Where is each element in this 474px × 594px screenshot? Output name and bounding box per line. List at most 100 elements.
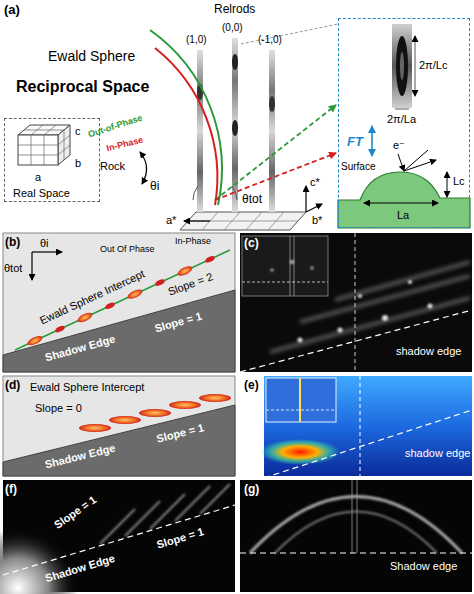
panel-a-illustration-part xyxy=(150,30,222,205)
panel-b-schematic-part xyxy=(76,311,93,324)
inset-illustration-part xyxy=(395,109,409,110)
figure-label: (a) xyxy=(4,3,20,18)
figure-label: Slope = 1 xyxy=(155,525,205,551)
panel-a-illustration-part xyxy=(232,38,238,212)
panel-a-illustration-part xyxy=(197,50,203,212)
figure-label: Reciprocal Space xyxy=(16,78,149,96)
panel-f-rheed-image-part xyxy=(3,505,235,575)
panel-a-illustration-part xyxy=(140,152,147,184)
figure-label: Shadow Edge xyxy=(43,441,116,470)
panel-d-schematic xyxy=(3,376,235,476)
panel-a-illustration-part xyxy=(306,204,322,212)
panel-d-schematic-part xyxy=(3,376,235,476)
panel-e-colormap-image-part xyxy=(360,376,361,476)
panel-c-rheed-image-part-part xyxy=(382,315,388,321)
figure-label: θi xyxy=(150,180,159,194)
figure-label: Rock xyxy=(100,160,125,173)
figure-label: Shadow edge xyxy=(390,560,457,573)
panel-b-schematic-part xyxy=(154,278,165,287)
panel-c-rheed-image-part xyxy=(290,236,294,296)
panel-a-illustration-part xyxy=(232,54,238,70)
node-text: 2π/La xyxy=(387,113,416,126)
figure-label: (e) xyxy=(244,379,259,393)
inset-illustration-part xyxy=(396,36,408,96)
inset-illustration-part xyxy=(447,172,448,197)
panel-a-illustration-part xyxy=(232,186,237,200)
panel-c-rheed-image-part-part xyxy=(358,294,362,298)
panel-c-rheed-image-part-part xyxy=(270,298,470,352)
panel-a-illustration-part xyxy=(241,24,338,44)
panel-c-rheed-image-part xyxy=(242,236,328,296)
panel-f-rheed-image-part-part xyxy=(150,494,185,529)
panel-e-colormap-image-part xyxy=(299,378,301,422)
panel-c-rheed-image-part-part xyxy=(408,280,412,284)
figure-label: Relrods xyxy=(214,3,255,17)
figure-label: Slope = 2 xyxy=(166,270,214,298)
surface-inset-box: 2π/Lc2π/LaFTe⁻SurfaceLaLc xyxy=(338,18,470,228)
inset-illustration-part xyxy=(400,52,404,80)
figure-label: b* xyxy=(312,214,322,227)
figure-label: (d) xyxy=(5,379,20,393)
panel-a-illustration-part xyxy=(269,96,275,112)
real-space-lattice-part xyxy=(18,125,70,165)
panel-c-rheed-image-part xyxy=(242,282,328,283)
node-text: Lc xyxy=(453,175,465,188)
panel-c-rheed-image-part-part xyxy=(335,262,470,300)
panel-d-schematic-part xyxy=(109,416,141,424)
panel-f-rheed-image xyxy=(0,480,235,594)
figure-label: (b) xyxy=(5,236,20,250)
panel-c-rheed-image xyxy=(240,233,472,372)
figure-label: In-Phase xyxy=(175,236,211,246)
figure-label: Out Of Phase xyxy=(100,244,155,254)
inset-illustration-part xyxy=(415,36,416,96)
node-text: e⁻ xyxy=(393,139,405,152)
figure-label: Slope = 1 xyxy=(155,421,205,445)
panel-a-illustration-part xyxy=(305,186,306,212)
panel-a-illustration-part xyxy=(269,50,275,212)
real-space-box: Real Spaceabc xyxy=(4,118,100,202)
panel-f-rheed-image-part-part xyxy=(175,486,210,521)
panel-b-schematic xyxy=(3,233,235,372)
figure-label: θtot xyxy=(4,262,22,275)
panel-f-rheed-image-part-part xyxy=(125,501,160,536)
figure-label: Slope = 1 xyxy=(51,493,98,531)
panel-b-schematic-part xyxy=(54,325,65,334)
figure-label: shadow edge xyxy=(396,345,461,358)
panel-a-illustration-part xyxy=(215,153,336,200)
node-text: Real Space xyxy=(13,187,70,200)
figure-label: θtot xyxy=(242,193,262,207)
panel-b-schematic-part xyxy=(26,334,43,347)
figure-label: In-Phase xyxy=(106,134,145,153)
inset-illustration xyxy=(338,24,470,228)
figure-label: a* xyxy=(166,214,176,227)
node-text: FT xyxy=(347,135,363,150)
panel-c-rheed-image-part xyxy=(240,233,472,372)
panel-d-schematic-part xyxy=(79,424,111,432)
node-text: b xyxy=(75,157,81,170)
inset-illustration-part xyxy=(392,24,412,108)
panel-c-rheed-image-part-part xyxy=(298,338,303,343)
inset-illustration-part xyxy=(398,154,404,171)
figure-label: (c) xyxy=(244,237,259,251)
panel-g-rheed-image xyxy=(240,480,472,592)
figure-label: θi xyxy=(40,237,49,250)
panel-a-illustration-part xyxy=(215,105,336,200)
figure-label: Ewald Sphere Intercept xyxy=(30,381,144,394)
panel-d-schematic-part xyxy=(3,405,235,476)
figure-label: Ewald Sphere xyxy=(48,48,135,64)
panel-c-rheed-image-part-part xyxy=(311,267,314,270)
panel-a-illustration-part xyxy=(155,48,217,205)
figure-label: (1,0) xyxy=(186,34,207,46)
figure-label: Shadow Edge xyxy=(44,332,117,364)
panel-f-rheed-image-part-part xyxy=(100,509,135,544)
panel-b-schematic-part xyxy=(31,252,32,280)
figure-label: (g) xyxy=(244,483,259,497)
real-space-lattice xyxy=(18,125,70,165)
inset-illustration-part xyxy=(338,172,470,228)
panel-a-illustration-part xyxy=(180,212,306,230)
panel-c-rheed-image-part-part xyxy=(290,260,294,264)
panel-e-colormap-image-part xyxy=(260,439,340,465)
panel-g-rheed-image-part xyxy=(240,552,472,553)
figure-label: (-1,0) xyxy=(258,34,282,46)
